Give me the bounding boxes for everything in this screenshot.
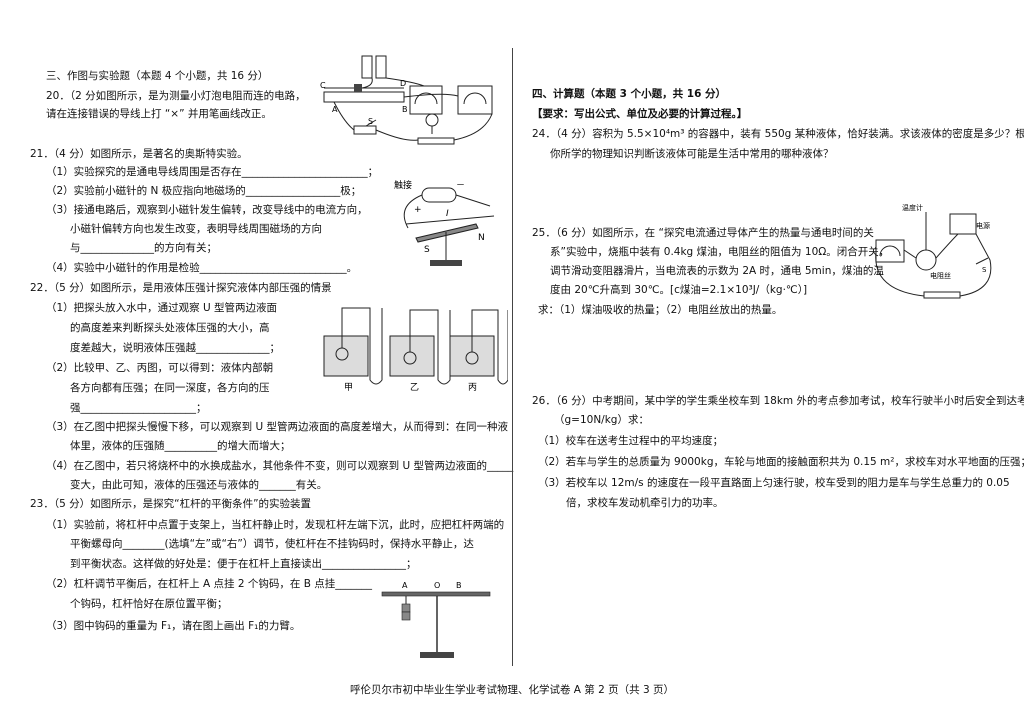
q26-line-5: （3）若校车以 12m/s 的速度在一段平直路面上匀速行驶，校车受到的阻力是车与… (538, 477, 1010, 489)
fig-label-jia: 甲 (344, 382, 353, 393)
fig-label-current: I (446, 209, 449, 219)
q25-line-1: 25．（6 分）如图所示，在 “探究电流通过导体产生的热量与通电时间的关 (532, 227, 874, 239)
q25-line-2: 系”实验中，烧瓶中装有 0.4kg 煤油，电阻丝的阻值为 10Ω。闭合开关， (550, 246, 890, 258)
q23-line-2: （1）实验前，将杠杆中点置于支架上，当杠杆静止时，发现杠杆左端下沉，此时，应把杠… (46, 519, 505, 531)
section3-title: 三、作图与实验题（本题 4 个小题，共 16 分） (46, 70, 269, 82)
fig-label-yi: 乙 (410, 382, 419, 393)
q26-line-2: （g=10N/kg）求： (554, 414, 649, 426)
q23-line-6: 个钩码，杠杆恰好在原位置平衡； (70, 598, 228, 610)
fig-label-s: S (368, 117, 373, 126)
q22-line-8: （3）在乙图中把探头慢慢下移，可以观察到 U 型管两边液面的高度差增大，从而得到… (46, 421, 509, 433)
fig-label-a-point: A (402, 581, 408, 590)
oersted-figure: 触接 － + I S N (394, 179, 495, 266)
page-footer: 呼伦贝尔市初中毕业生学业考试物理、化学试卷 A 第 2 页（共 3 页） (349, 684, 675, 696)
q22-line-2: （1）把探头放入水中，通过观察 U 型管两边液面 (46, 302, 278, 314)
heating-circuit-figure: 温度计 电源 电阻丝 S (875, 203, 992, 299)
q21-line-1: 21．（4 分）如图所示，是著名的奥斯特实验。 (30, 148, 248, 160)
lever-figure: A O B (381, 581, 491, 658)
section4-title: 四、计算题（本题 3 个小题，共 16 分） (532, 88, 727, 100)
q22-line-7: 强______________________； (70, 402, 207, 414)
fig-label-plus: + (414, 205, 422, 215)
q26-line-1: 26．（6 分）中考期间，某中学的学生乘坐校车到 18km 外的考点参加考试，校… (532, 395, 1024, 407)
q21-line-4: （3）接通电路后，观察到小磁针发生偏转，改变导线中的电流方向， (46, 204, 368, 216)
fig-label-power: 电源 (976, 221, 990, 230)
q23-line-4: 到平衡状态。这样做的好处是：便于在杠杆上直接读出________________… (70, 558, 417, 570)
q21-line-6: 与______________的方向有关； (70, 242, 217, 254)
q26-line-4: （2）若车与学生的总质量为 9000kg，车轮与地面的接触面积共为 0.15 m… (538, 456, 1024, 468)
fig-label-b: B (402, 105, 408, 114)
fig-label-n-pole: N (478, 233, 485, 243)
q20-line-1: 20．（2 分如图所示，是为测量小灯泡电阻而连的电路， (46, 90, 306, 102)
q26-line-3: （1）校车在送考生过程中的平均速度； (538, 435, 724, 447)
fig-label-thermometer: 温度计 (902, 203, 923, 212)
q22-line-4: 度差越大，说明液体压强越______________； (70, 342, 280, 354)
q24-line-2: 你所学的物理知识判断该液体可能是生活中常用的哪种液体？ (550, 148, 834, 160)
q21-line-7: （4）实验中小磁针的作用是检验_________________________… (46, 262, 358, 274)
q20-line-2: 请在连接错误的导线上打 “×” 并用笔画线改正。 (46, 108, 272, 120)
pressure-gauge-figure: 甲 乙 丙 (323, 307, 508, 393)
q23-line-3: 平衡螺母向________(选填“左”或“右”）调节，使杠杆在不挂钩码时，保持水… (70, 538, 474, 550)
fig-label-resistor-wire: 电阻丝 (930, 271, 951, 280)
q23-line-5: （2）杠杆调节平衡后，在杠杆上 A 点挂 2 个钩码，在 B 点挂_______ (46, 578, 373, 590)
circuit-figure: C D A B S (320, 55, 493, 145)
q22-line-11: 变大，由此可知，液体的压强还与液体的_______有关。 (70, 479, 328, 491)
q25-line-3: 调节滑动变阻器滑片，当电流表的示数为 2A 时，通电 5min，煤油的温 (550, 265, 884, 277)
q23-line-7: （3）图中钩码的重量为 F₁，请在图上画出 F₁的力臂。 (46, 620, 301, 632)
q25-line-5: 求：（1）煤油吸收的热量；（2）电阻丝放出的热量。 (538, 304, 783, 316)
fig-label-s-pole: S (424, 245, 430, 255)
q26-line-6: 倍，求校车发动机牵引力的功率。 (566, 497, 724, 509)
q22-line-6: 各方向都有压强；在同一深度，各方向的压 (70, 382, 270, 394)
q22-line-10: （4）在乙图中，若只将烧杯中的水换成盐水，其他条件不变，则可以观察到 U 型管两… (46, 460, 514, 472)
fig-label-switch: S (982, 266, 987, 274)
q23-line-1: 23．（5 分）如图所示，是探究“杠杆的平衡条件”的实验装置 (30, 498, 312, 510)
q21-line-3: （2）实验前小磁针的 N 极应指向地磁场的__________________极… (46, 185, 362, 197)
fig-label-a: A (332, 105, 338, 114)
fig-label-touch: 触接 (394, 179, 412, 191)
q21-line-2: （1）实验探究的是通电导线周围是否存在_____________________… (46, 166, 379, 178)
fig-label-d: D (400, 79, 406, 88)
q22-line-5: （2）比较甲、乙、丙图，可以得到：液体内部朝 (46, 362, 274, 374)
q24-line-1: 24．（4 分）容积为 5.5×10⁴m³ 的容器中，装有 550g 某种液体，… (532, 128, 1024, 140)
fig-label-c: C (320, 81, 326, 90)
fig-label-bing: 丙 (468, 382, 477, 393)
q21-line-5: 小磁针偏转方向也发生改变，表明导线周围磁场的方向 (70, 223, 322, 235)
calculation-requirement: 【要求：写出公式、单位及必要的计算过程。】 (532, 108, 748, 120)
fig-label-b-point: B (456, 581, 462, 590)
q22-line-3: 的高度差来判断探头处液体压强的大小，高 (70, 322, 270, 334)
q25-line-4: 度由 20℃升高到 30℃。[c煤油=2.1×10³J/（kg·℃）] (550, 284, 808, 296)
fig-label-o-point: O (434, 581, 440, 590)
column-divider (512, 48, 513, 666)
fig-label-minus: － (456, 181, 465, 191)
q22-line-1: 22．（5 分）如图所示，是用液体压强计探究液体内部压强的情景 (30, 282, 332, 294)
q22-line-9: 体里，液体的压强随__________的增大而增大； (70, 440, 291, 452)
